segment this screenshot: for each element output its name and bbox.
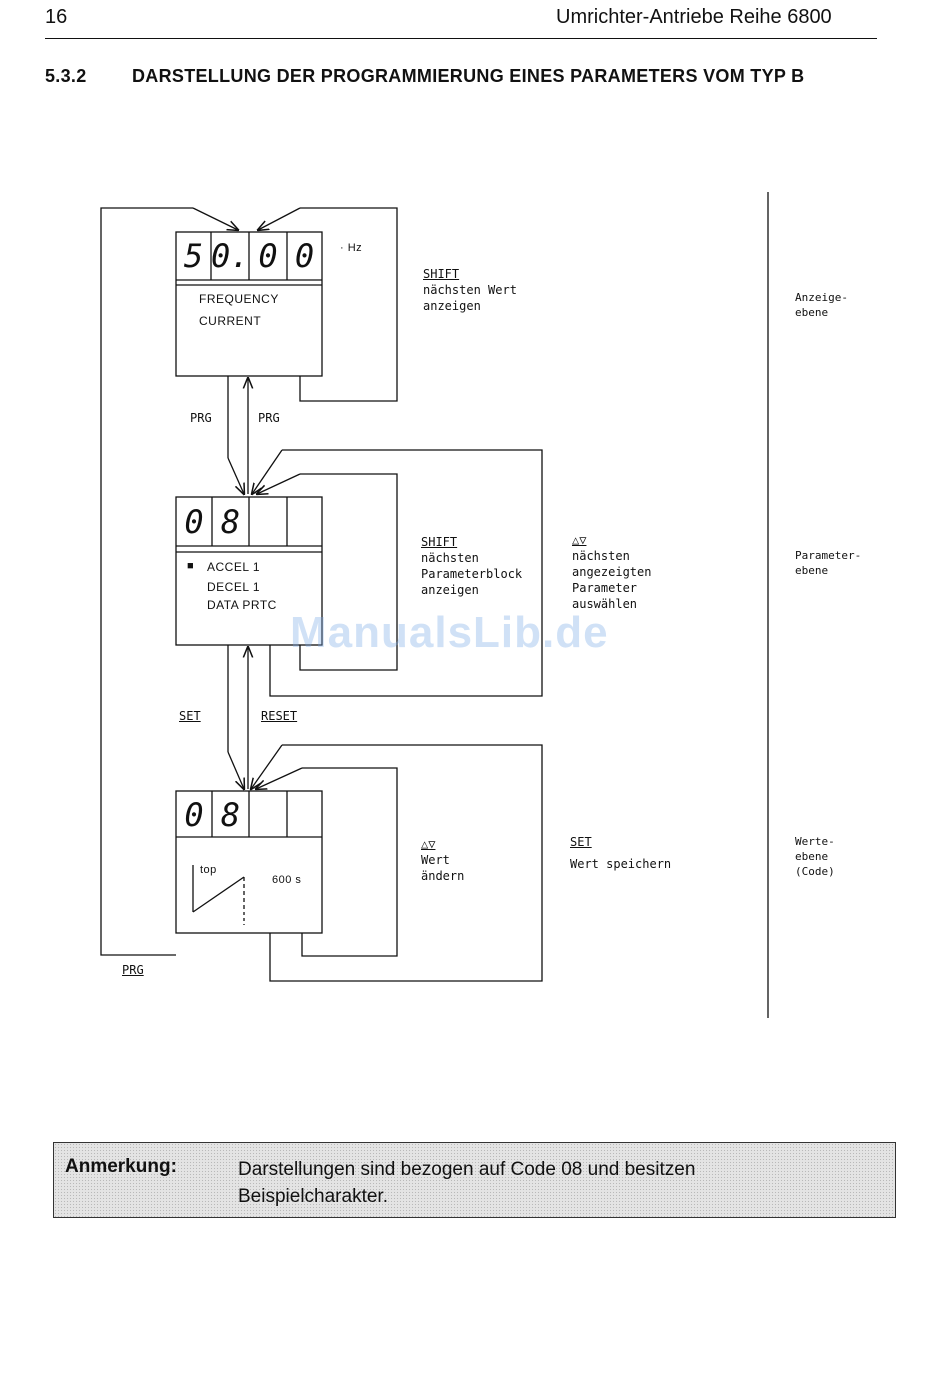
param-updown-line1: nächsten	[572, 549, 630, 563]
param-updown-line2: angezeigten	[572, 565, 652, 579]
display-shift-key: SHIFT	[423, 267, 460, 281]
note-text: Darstellungen sind bezogen auf Code 08 u…	[238, 1156, 798, 1210]
section-number: 5.3.2	[45, 66, 87, 86]
panel1-line-frequency: FREQUENCY	[199, 292, 279, 306]
ramp-graph-label: top	[200, 864, 217, 876]
parameter-level-label: Parameter- ebene	[795, 548, 861, 578]
param-updown-line4: auswählen	[572, 597, 638, 611]
panel2-digit-2: 8	[220, 503, 241, 541]
panel1-digit-3: 0	[258, 237, 278, 275]
value-set-key: SET	[570, 835, 592, 849]
value-set-line1: Wert speichern	[570, 857, 672, 871]
ramp-graph-value: 600 s	[272, 874, 302, 886]
running-header-title: Umrichter-Antriebe Reihe 6800	[556, 6, 832, 28]
value-updown-line2: ändern	[421, 869, 465, 883]
note-text-line1: Darstellungen sind bezogen auf Code 08 u…	[238, 1159, 696, 1180]
panel2-line-decel: DECEL 1	[207, 580, 261, 594]
display-shift-line1: nächsten Wert	[423, 283, 517, 297]
note-text-line2: Beispielcharakter.	[238, 1186, 388, 1207]
header-rule	[45, 38, 877, 39]
parameter-level-line2: ebene	[795, 564, 829, 577]
set-key-label: SET	[179, 709, 201, 723]
parameter-level-line1: Parameter-	[795, 549, 862, 562]
prg-bottom-label: PRG	[122, 963, 144, 977]
panel1-line-current: CURRENT	[199, 314, 262, 328]
value-set-annotation: SET Wert speichern	[570, 834, 671, 872]
value-updown-annotation: △▽ Wert ändern	[421, 836, 464, 884]
value-level-line1: Werte-	[795, 835, 835, 848]
panel1-digit-2: 0.	[211, 237, 250, 275]
value-level-line2: ebene	[795, 850, 829, 863]
prg-up-label: PRG	[258, 411, 280, 425]
note-label: Anmerkung:	[65, 1156, 177, 1177]
param-shift-line3: anzeigen	[421, 583, 479, 597]
section-title: DARSTELLUNG DER PROGRAMMIERUNG EINES PAR…	[132, 66, 805, 86]
selection-bullet-icon: ■	[187, 560, 195, 572]
panel2-line-data-prtc: DATA PRTC	[207, 598, 277, 612]
param-shift-key: SHIFT	[421, 535, 458, 549]
param-updown-annotation: △▽ nächsten angezeigten Parameter auswäh…	[572, 532, 651, 612]
param-shift-annotation: SHIFT nächsten Parameterblock anzeigen	[421, 534, 522, 598]
panel1-unit: · Hz	[340, 242, 363, 254]
param-shift-line2: Parameterblock	[421, 567, 523, 581]
display-shift-annotation: SHIFT nächsten Wert anzeigen	[423, 266, 517, 314]
panel3-digit-1: 0	[184, 796, 204, 834]
reset-key-label: RESET	[261, 709, 298, 723]
display-level-label: Anzeige- ebene	[795, 290, 848, 320]
panel2-digit-1: 0	[184, 503, 204, 541]
display-level-line1: Anzeige-	[795, 291, 848, 304]
value-level-label: Werte- ebene (Code)	[795, 834, 835, 879]
value-level-line3: (Code)	[795, 865, 835, 878]
page-number: 16	[45, 6, 68, 28]
panel2-line-accel: ACCEL 1	[207, 560, 261, 574]
panel1-digit-4: 0	[294, 237, 315, 275]
param-updown-line3: Parameter	[572, 581, 638, 595]
panel3-digit-2: 8	[220, 796, 241, 834]
value-updown-key: △▽	[421, 837, 436, 851]
value-updown-line1: Wert	[421, 853, 450, 867]
note-box	[53, 1142, 896, 1218]
display-level-line2: ebene	[795, 306, 829, 319]
param-shift-line1: nächsten	[421, 551, 479, 565]
watermark: ManualsLib.de	[290, 608, 609, 657]
param-updown-key: △▽	[572, 533, 587, 547]
prg-down-label: PRG	[190, 411, 212, 425]
display-shift-line2: anzeigen	[423, 299, 481, 313]
panel1-digit-1: 5	[183, 237, 204, 275]
